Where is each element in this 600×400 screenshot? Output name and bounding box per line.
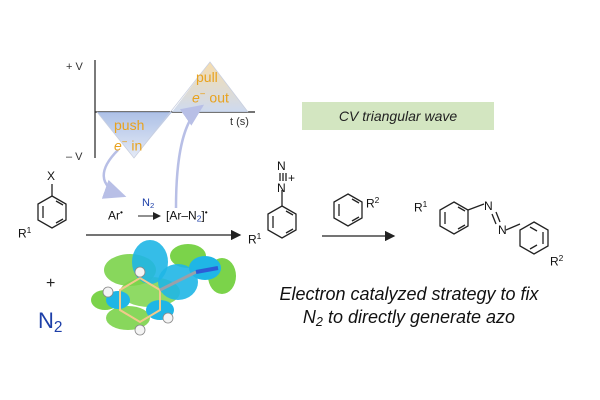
diazo-n-top: N (277, 159, 286, 173)
azo-n-lower: N (498, 223, 507, 237)
cv-wave-label: CV triangular wave (338, 108, 458, 124)
ar-n2-complex: [Ar–N2]• (166, 207, 208, 224)
ar-radical: Ar• (108, 207, 123, 223)
pull-electron-out: e− out (192, 89, 229, 106)
orbital-illustration (91, 240, 236, 336)
diazonium-structure (267, 173, 297, 239)
substituent-x: X (47, 169, 56, 183)
push-electron-in: e− in (114, 137, 143, 154)
curved-arrow-pull (174, 104, 205, 209)
aryl-halide-structure (37, 184, 67, 229)
azo-n-upper: N (484, 199, 493, 213)
cv-axis-plus-label: + V (66, 61, 83, 73)
diazo-n-bottom: N (277, 181, 286, 195)
cv-negative-lobe (97, 112, 172, 158)
diazo-plus: + (288, 171, 296, 185)
coupling-partner-structure (333, 193, 363, 227)
cv-positive-lobe (172, 62, 248, 112)
cv-waveform (96, 61, 249, 159)
r1-diazo: R1 (248, 231, 262, 247)
cv-axis-time-label: t (s) (230, 116, 249, 128)
cv-axis-minus-label: – V (66, 151, 83, 163)
pull-label: pull (196, 69, 218, 85)
caption-line-1: Electron catalyzed strategy to fix (279, 284, 539, 304)
curved-arrow-push (101, 149, 127, 199)
n2-reagent: N2 (38, 308, 63, 336)
push-label: push (114, 117, 145, 133)
n2-over-arrow: N2 (142, 197, 155, 210)
plus-sign: + (46, 275, 56, 292)
r1-left: R1 (18, 225, 32, 241)
r2-coupling: R2 (366, 195, 380, 211)
caption-line-2: N2 to directly generate azo (302, 307, 516, 330)
strategy-caption: Electron catalyzed strategy to fix N2 to… (244, 283, 574, 330)
cv-wave-label-box: CV triangular wave (302, 102, 494, 130)
r2-azo: R2 (550, 253, 564, 269)
azo-product-structure (439, 201, 549, 255)
r1-azo: R1 (414, 199, 428, 215)
